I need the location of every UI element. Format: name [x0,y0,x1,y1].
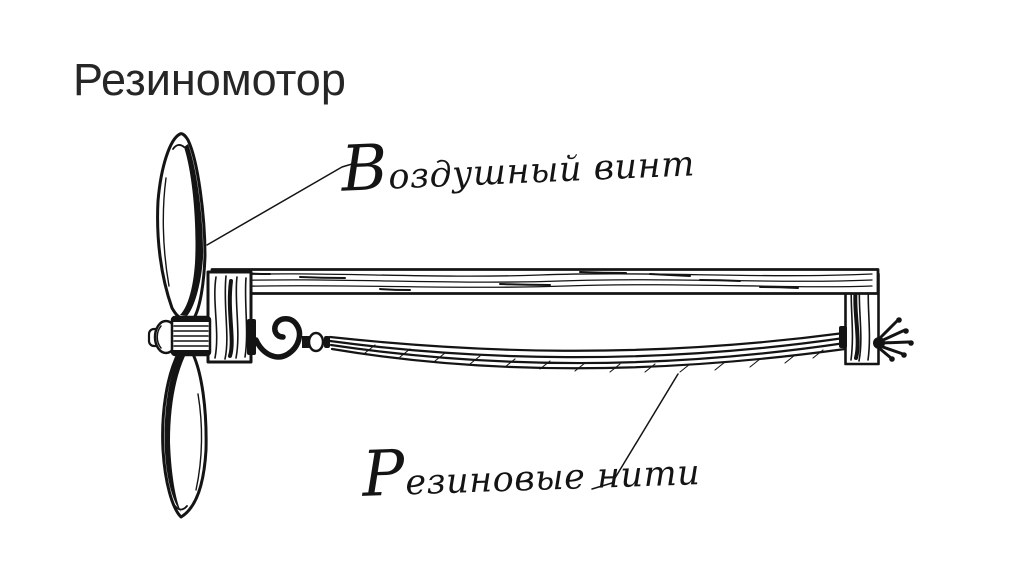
rubber-band [328,326,847,373]
leader-line-propeller [206,163,353,246]
leader-line-rubber [591,373,679,490]
front-block [206,270,253,364]
motor-stick [210,268,880,295]
winding-hook [247,316,330,360]
rubber-twist-hatches [364,344,824,373]
label-rubber-threads: Резиновые нити [360,436,701,511]
anchor-knot [873,317,914,362]
propeller [156,132,208,519]
propeller-hub [147,315,212,357]
slide-title: Резиномотор [73,54,346,105]
